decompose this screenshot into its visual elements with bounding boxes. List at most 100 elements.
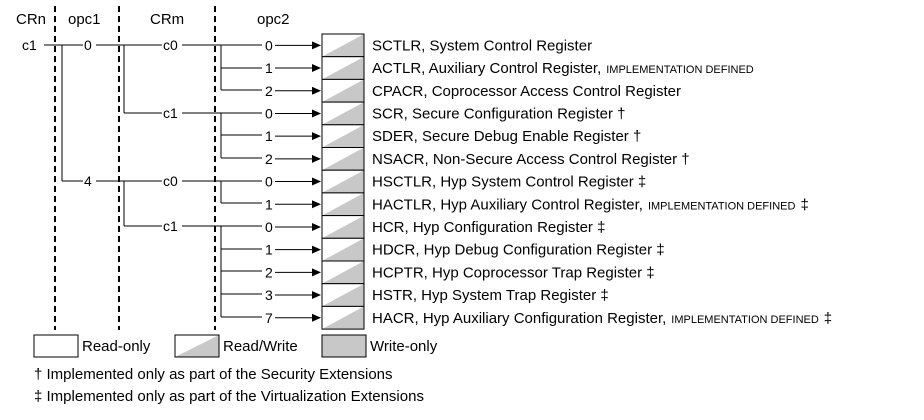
register-row: 7 HACR, Hyp Auxiliary Configuration Regis…: [265, 305, 832, 330]
register-name: HACTLR, Hyp Auxiliary Control Register, I…: [372, 196, 809, 213]
arrow-head-icon: [312, 291, 321, 300]
register-name: SCTLR, System Control Register: [372, 37, 592, 54]
register-label: HSCTLR, Hyp System Control Register ‡: [372, 174, 646, 191]
arrow-head-icon: [312, 222, 321, 231]
arrow-head-icon: [312, 200, 321, 209]
access-box: [321, 101, 365, 126]
crm-value-2: c0: [163, 173, 178, 189]
footnote-virtualization: ‡ Implemented only as part of the Virtua…: [34, 388, 424, 405]
arrow-head-icon: [312, 64, 321, 73]
extension-mark: ‡: [800, 196, 808, 213]
arrow-head-icon: [312, 245, 321, 254]
register-name: HACR, Hyp Auxiliary Configuration Regist…: [372, 310, 832, 327]
column-separators: [54, 6, 216, 330]
register-label: SCTLR, System Control Register: [372, 37, 592, 54]
crm-value-1: c1: [163, 105, 178, 121]
legend-item-ro: Read-only: [33, 334, 151, 358]
opc2-value: 0: [265, 37, 273, 53]
impl-defined-label: IMPLEMENTATION DEFINED: [606, 64, 754, 76]
arrow-head-icon: [312, 313, 321, 322]
register-label: HACR, Hyp Auxiliary Configuration Regist…: [372, 310, 666, 327]
tree-connectors: [44, 44, 262, 318]
legend-item-rw: Read/Write: [174, 334, 298, 358]
register-label: NSACR, Non-Secure Access Control Registe…: [372, 151, 690, 168]
arrow-head-icon: [312, 268, 321, 277]
register-label: SDER, Secure Debug Enable Register †: [372, 128, 641, 145]
access-box: [321, 147, 365, 171]
opc2-value: 2: [265, 83, 273, 99]
opc1-value-1: 4: [84, 173, 92, 189]
register-name: HDCR, Hyp Debug Configuration Register ‡: [372, 242, 665, 259]
arrow-head-icon: [312, 177, 321, 186]
register-label: SCR, Secure Configuration Register †: [372, 105, 625, 122]
register-label: HCR, Hyp Configuration Register ‡: [372, 219, 605, 236]
register-name: NSACR, Non-Secure Access Control Registe…: [372, 151, 690, 168]
opc2-value: 3: [265, 287, 273, 303]
column-headers: CRn opc1 CRm opc2: [16, 11, 290, 28]
register-name: HCPTR, Hyp Coprocessor Trap Register ‡: [372, 264, 655, 281]
arrow-head-icon: [312, 41, 321, 50]
opc2-value: 1: [265, 242, 273, 258]
legend-swatch: [33, 334, 79, 358]
register-label: HDCR, Hyp Debug Configuration Register ‡: [372, 242, 665, 259]
opc2-value: 1: [265, 196, 273, 212]
impl-defined-label: IMPLEMENTATION DEFINED: [671, 314, 819, 326]
opc2-value: 1: [265, 60, 273, 76]
register-name: CPACR, Coprocessor Access Control Regist…: [372, 83, 681, 100]
register-name: HSTR, Hyp System Trap Register ‡: [372, 287, 609, 304]
crm-value-3: c1: [163, 218, 178, 234]
register-rows: 0 SCTLR, System Control Register 1 ACTLR, A…: [265, 33, 832, 330]
register-row: 2 NSACR, Non-Secure Access Control Regist…: [265, 147, 690, 171]
register-name: SDER, Secure Debug Enable Register †: [372, 128, 641, 145]
arrow-head-icon: [312, 132, 321, 141]
header-crn: CRn: [16, 11, 46, 28]
crm-value-0: c0: [163, 37, 178, 53]
access-box: [321, 260, 365, 285]
crn-value: c1: [22, 37, 37, 53]
opc1-value-0: 0: [84, 37, 92, 53]
register-label: HACTLR, Hyp Auxiliary Control Register,: [372, 196, 643, 213]
header-opc2: opc2: [257, 11, 290, 28]
opc2-value: 1: [265, 128, 273, 144]
access-box: [321, 56, 365, 80]
register-name: HCR, Hyp Configuration Register ‡: [372, 219, 605, 236]
register-row: 0 SCTLR, System Control Register: [265, 33, 592, 58]
arrow-head-icon: [312, 109, 321, 118]
legend-swatch: [321, 334, 367, 358]
extension-mark: ‡: [824, 310, 832, 327]
access-box: [321, 33, 365, 58]
access-box: [321, 305, 365, 330]
tree-labels: c1 0 4 c0 c1 c0 c1: [22, 37, 178, 234]
header-crm: CRm: [150, 11, 184, 28]
access-box: [321, 215, 365, 239]
access-box: [321, 78, 365, 103]
legend: Read-only Read/Write Write-only: [33, 334, 438, 358]
opc2-value: 2: [265, 151, 273, 167]
register-row: 1 SDER, Secure Debug Enable Register †: [265, 124, 641, 149]
opc2-value: 0: [265, 219, 273, 235]
register-label: ACTLR, Auxiliary Control Register,: [372, 60, 601, 77]
opc2-value: 0: [265, 174, 273, 190]
register-row: 2 CPACR, Coprocessor Access Control Regis…: [265, 78, 681, 103]
register-row: 0 HCR, Hyp Configuration Register ‡: [265, 215, 605, 239]
access-box: [321, 283, 365, 307]
register-row: 1 ACTLR, Auxiliary Control Register, IMPLE…: [265, 56, 754, 80]
register-row: 3 HSTR, Hyp System Trap Register ‡: [265, 283, 609, 307]
legend-label: Write-only: [370, 338, 438, 355]
legend-label: Read/Write: [223, 338, 298, 355]
footnote-security: † Implemented only as part of the Securi…: [34, 366, 393, 383]
legend-label: Read-only: [82, 338, 151, 355]
register-label: CPACR, Coprocessor Access Control Regist…: [372, 83, 681, 100]
footnotes: † Implemented only as part of the Securi…: [34, 366, 424, 405]
legend-swatch: [174, 334, 220, 358]
arrow-head-icon: [312, 154, 321, 163]
access-box: [321, 169, 365, 194]
opc2-value: 2: [265, 264, 273, 280]
impl-defined-label: IMPLEMENTATION DEFINED: [648, 200, 796, 212]
register-name: HSCTLR, Hyp System Control Register ‡: [372, 174, 646, 191]
register-label: HSTR, Hyp System Trap Register ‡: [372, 287, 609, 304]
opc2-value: 7: [265, 310, 273, 326]
